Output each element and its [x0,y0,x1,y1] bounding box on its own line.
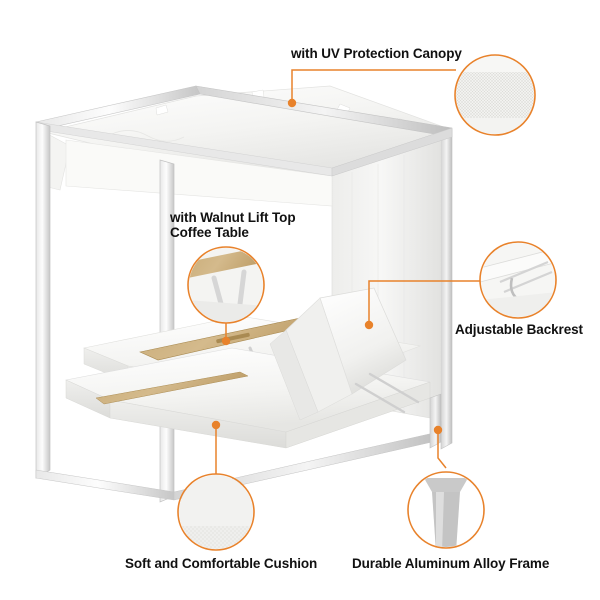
zoom-content-canopy [456,56,534,134]
zoom-content-cushion [179,475,253,549]
zoom-content-backrest [481,243,555,317]
zoom-content-frame [409,473,483,547]
callout-label-cushion: Soft and Comfortable Cushion [125,556,318,571]
callout-label-backrest: Adjustable Backrest [455,322,583,337]
callout-label-canopy: with UV Protection Canopy [291,46,462,61]
frame-post-back-right [440,130,453,450]
frame-top-rails [35,85,453,177]
callout-label-walnut: with Walnut Lift Top Coffee Table [170,210,296,240]
zoom-content-walnut [189,248,263,322]
frame-post-front-left [35,121,51,479]
callout-label-frame: Durable Aluminum Alloy Frame [352,556,550,571]
uv-protection-canopy [43,85,454,207]
